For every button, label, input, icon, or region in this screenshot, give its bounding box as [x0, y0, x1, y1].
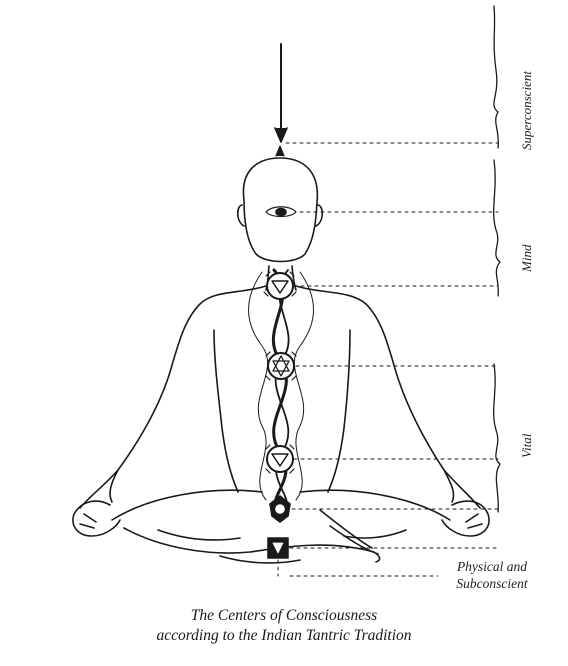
caption-line2: according to the Indian Tantric Traditio…	[156, 627, 412, 644]
nadi-channels	[248, 268, 314, 514]
vital-label: Vital	[519, 433, 534, 458]
physical-label-line1: Physical and	[456, 559, 528, 574]
navel-chakra-icon	[265, 444, 295, 474]
region-braces	[493, 5, 501, 513]
body-outline	[72, 285, 490, 537]
leader-lines	[277, 142, 499, 577]
head-outline	[236, 157, 324, 291]
root-chakra-icon	[267, 537, 289, 559]
physical-subconscient-label: Physical and Subconscient	[437, 558, 547, 592]
chakra-figure	[72, 5, 501, 577]
caption-line1: The Centers of Consciousness	[190, 607, 378, 624]
physical-label-line2: Subconscient	[456, 576, 528, 591]
third-eye-icon	[265, 206, 297, 218]
heart-chakra-icon	[265, 351, 297, 381]
superconscient-label: Superconscient	[519, 71, 534, 150]
sacral-chakra-icon	[269, 495, 291, 523]
legs-outline	[111, 489, 451, 564]
figure-caption: The Centers of Consciousness according t…	[0, 606, 568, 646]
throat-chakra-icon	[263, 271, 297, 300]
descending-arrow	[274, 43, 288, 157]
mind-label: Mind	[519, 244, 534, 272]
